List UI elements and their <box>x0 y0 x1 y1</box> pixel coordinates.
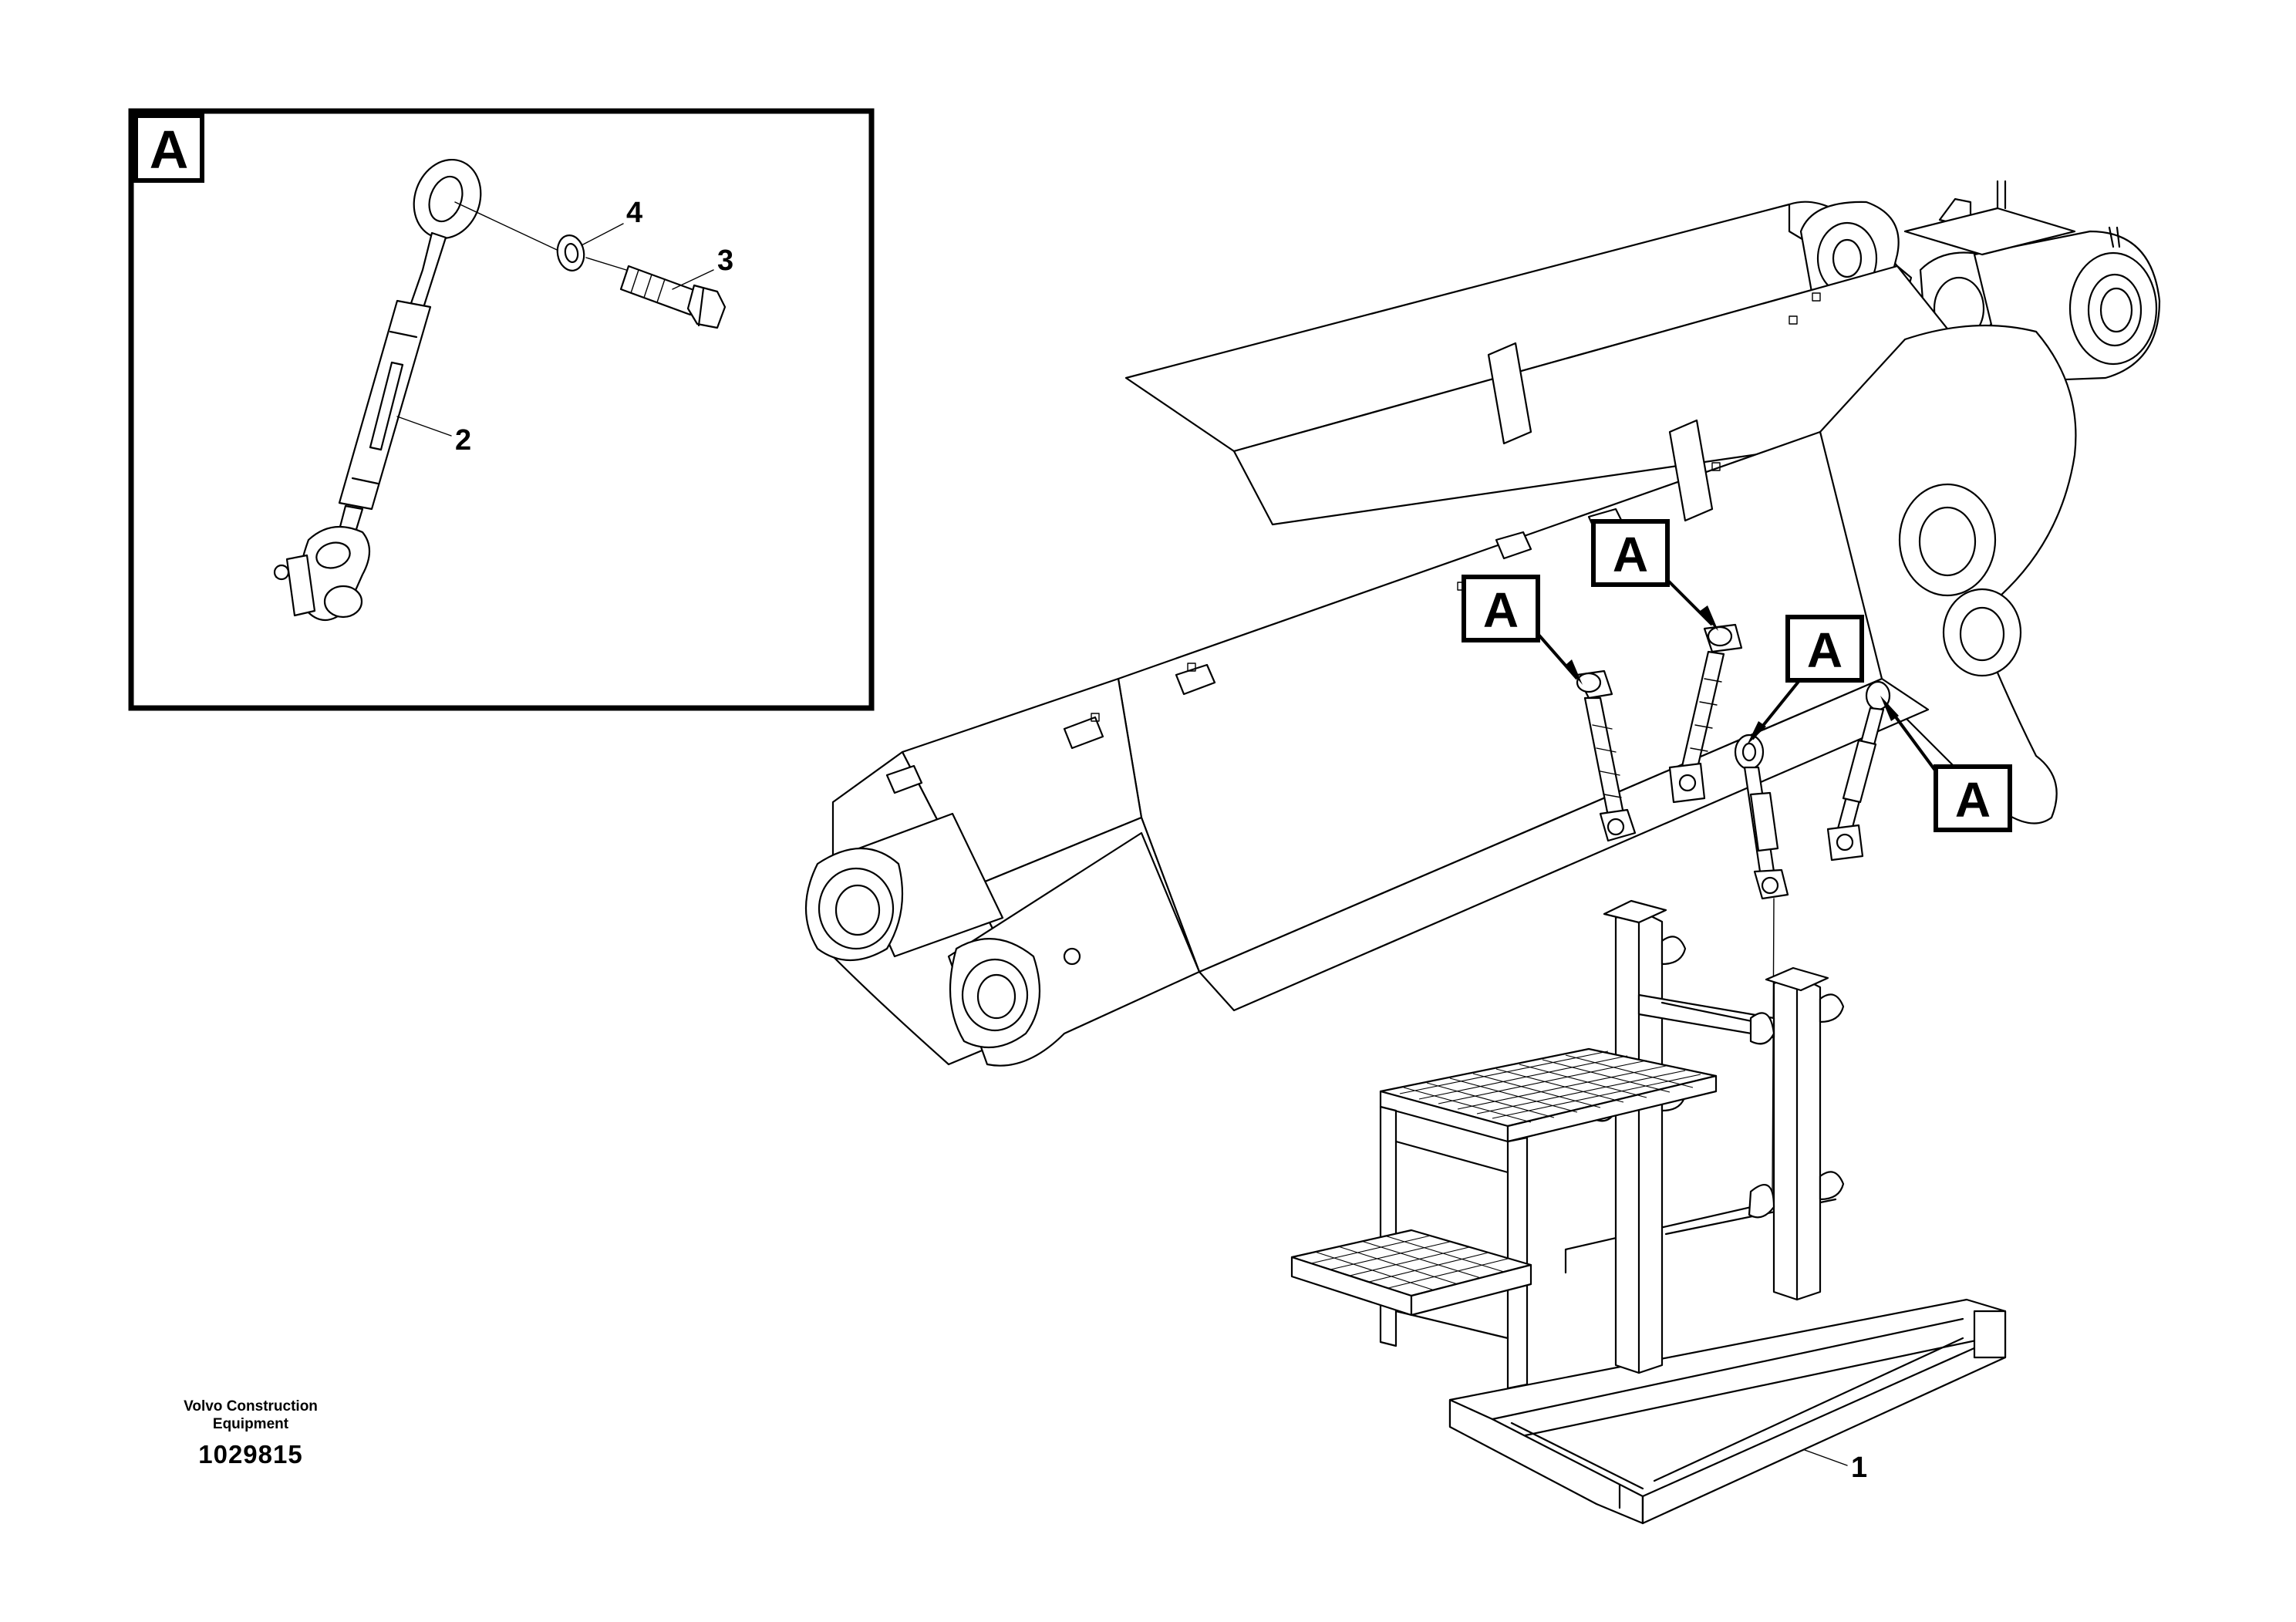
inset-detail: A <box>128 108 875 711</box>
turnbuckle-drawing <box>273 158 482 621</box>
callout-label-1: A <box>1483 582 1519 638</box>
inset-part-number-2: 2 <box>455 424 471 457</box>
inset-part-number-4: 4 <box>626 197 642 229</box>
callouts: A A A A <box>1462 519 2012 832</box>
callout-label-4: A <box>1955 772 1991 828</box>
callout-box-1 <box>1462 575 1540 642</box>
inset-part-number-3: 3 <box>717 244 733 277</box>
upper-grating <box>1399 1050 1701 1123</box>
inset-label: A <box>150 120 189 180</box>
callout-label-3: A <box>1807 622 1843 678</box>
callout-box-3 <box>1785 615 1864 683</box>
inset-frame <box>128 108 875 711</box>
drawing-number: 1029815 <box>198 1440 303 1469</box>
inset-label-box <box>133 113 204 183</box>
washer-drawing <box>556 234 585 271</box>
turnbuckles-installed <box>1576 623 1891 1196</box>
screw-drawing <box>619 265 727 329</box>
callout-label-2: A <box>1613 527 1648 582</box>
stand-drawing: 1 <box>1290 899 2007 1525</box>
manufacturer-label: Volvo Construction Equipment <box>184 1398 318 1432</box>
lower-grating <box>1310 1235 1509 1291</box>
part-number-1: 1 <box>1851 1452 1867 1484</box>
callout-box-4 <box>1934 764 2012 832</box>
callout-box-2 <box>1591 519 1670 587</box>
